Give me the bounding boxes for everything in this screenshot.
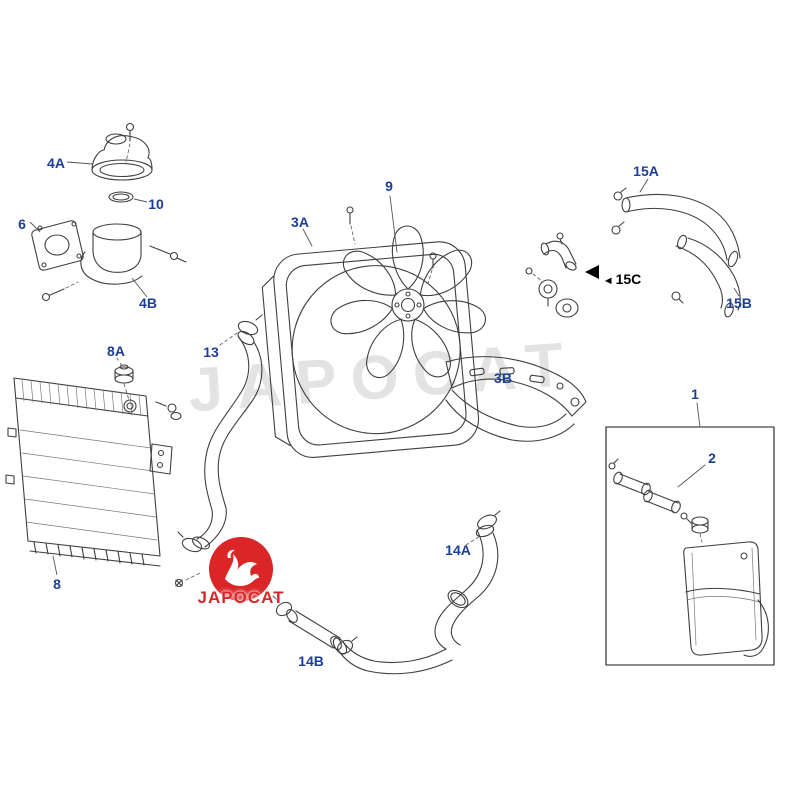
lower-hose-14b-drawing [174, 572, 358, 655]
upper-hose-drawing [177, 314, 263, 553]
brand-logo [209, 537, 273, 601]
part-label-3B[interactable]: 3B [494, 370, 512, 386]
radiator-drawing [5, 377, 182, 567]
part-label-3A[interactable]: 3A [291, 214, 309, 230]
part-label-9[interactable]: 9 [385, 178, 393, 194]
outlet-elbow-15c-drawing [525, 232, 599, 318]
part-label-8[interactable]: 8 [53, 576, 61, 592]
part-label-13[interactable]: 13 [203, 344, 219, 360]
part-label-15C[interactable]: ◄15C [603, 271, 642, 287]
part-label-10[interactable]: 10 [148, 196, 164, 212]
part-label-15B[interactable]: 15B [726, 295, 752, 311]
reserve-tank-box-drawing [605, 402, 775, 666]
part-label-15A[interactable]: 15A [633, 163, 659, 179]
fan-drawing [330, 195, 486, 379]
heater-hoses-drawing [611, 178, 741, 318]
brand-logo-text: JAPOCAT [197, 588, 285, 607]
part-label-14B[interactable]: 14B [298, 653, 324, 669]
arrow-left-icon: ◄ [602, 275, 614, 287]
part-label-8A[interactable]: 8A [107, 343, 125, 359]
logo-cat-icon [225, 554, 259, 587]
part-label-6[interactable]: 6 [18, 216, 26, 232]
logo-cat-tail [227, 549, 235, 558]
fan-shroud-drawing [261, 206, 480, 459]
lower-hose-14a-drawing [332, 510, 501, 675]
arrow-left-icon [585, 265, 599, 279]
part-label-2[interactable]: 2 [708, 450, 716, 466]
part-label-1[interactable]: 1 [691, 386, 699, 402]
radiator-cap-drawing [114, 364, 134, 401]
lower-shroud-drawing [445, 356, 587, 442]
part-label-4A[interactable]: 4A [47, 155, 65, 171]
part-label-4B[interactable]: 4B [139, 295, 157, 311]
part-label-15C-text: 15C [615, 271, 642, 287]
leader-lines [29, 161, 740, 576]
part-label-14A[interactable]: 14A [445, 542, 471, 558]
thermostat-assembly-drawing [31, 122, 187, 302]
